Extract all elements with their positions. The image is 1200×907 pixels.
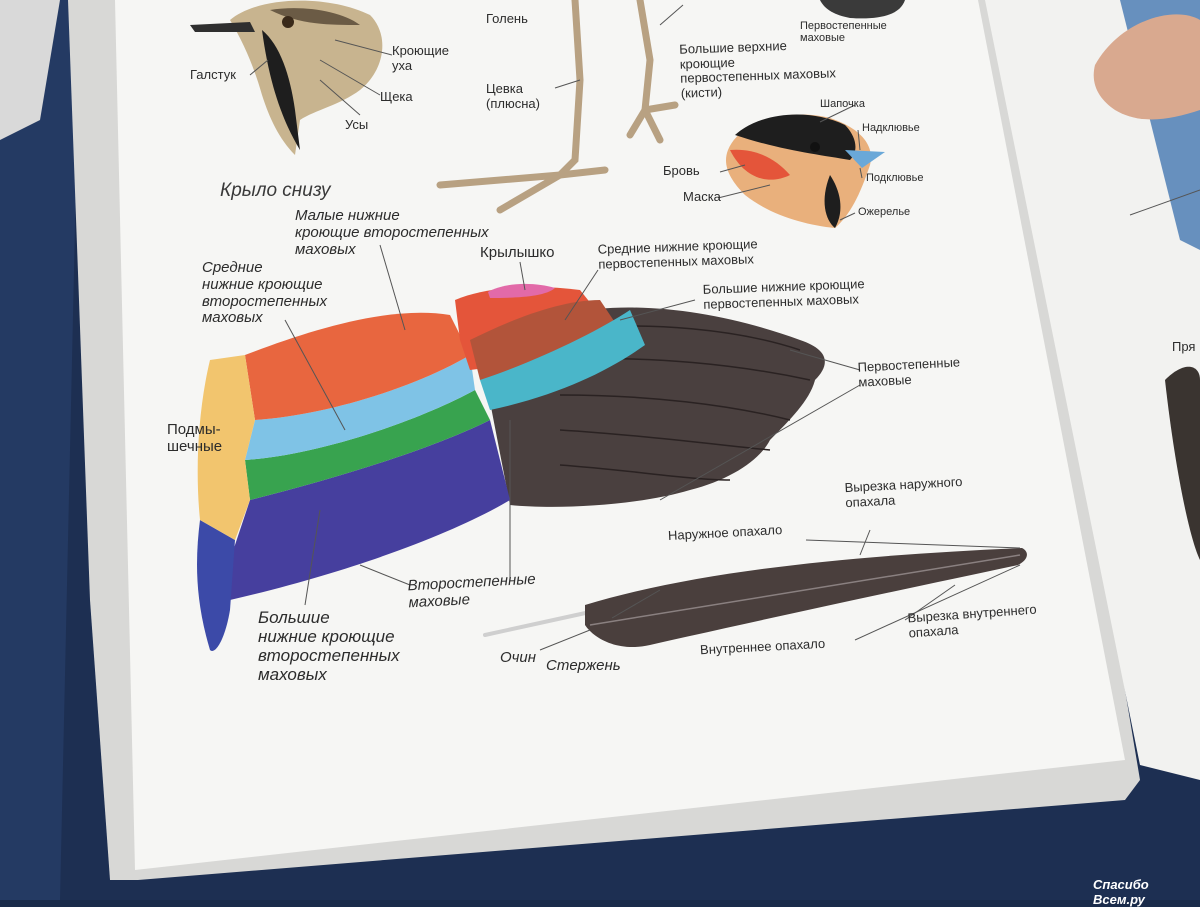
leader-lines	[249, 4, 1200, 651]
label-cap: Шапочка	[820, 98, 865, 110]
right-page-bird-fragment	[1165, 366, 1200, 560]
label-upper-mandible: Надклювье	[862, 122, 920, 134]
label-primaries: Первостепенные маховые	[857, 354, 961, 390]
label-cheek: Щека	[380, 89, 413, 104]
label-tibia: Голень	[486, 11, 528, 26]
label-lesser-underwing-coverts: Малые нижние кроющие второстепенных махо…	[295, 207, 489, 258]
right-page	[985, 0, 1200, 780]
label-lower-mandible: Подклювье	[866, 172, 924, 184]
label-mask: Маска	[683, 189, 721, 204]
bird-head-top-left	[190, 0, 383, 155]
watermark: Спасибо Всем.ру	[1093, 877, 1149, 907]
label-right-page-fragment: Пря	[1172, 339, 1196, 354]
label-median-underwing-coverts: Средние нижние кроющие второстепенных ма…	[202, 259, 327, 327]
alula-shape	[488, 283, 555, 298]
label-greater-primary-upper-coverts: Большие верхние кроющие первостепенных м…	[678, 37, 837, 101]
label-shaft: Стержень	[546, 657, 621, 674]
finger	[1093, 14, 1200, 120]
top-wing-fragment	[820, 0, 905, 19]
label-top-primaries: Первостепенные маховые	[800, 20, 887, 45]
label-greater-primary-coverts: Большие нижние кроющие первостепенных ма…	[702, 276, 865, 312]
underwing-title: Крыло снизу	[220, 180, 331, 201]
label-outer-notch: Вырезка наружного опахала	[844, 473, 963, 510]
label-necklace: Ожерелье	[858, 206, 911, 218]
label-axillaries: Подмы- шечные	[167, 421, 223, 455]
label-secondaries: Второстепенные маховые	[407, 570, 537, 612]
label-eyebrow: Бровь	[663, 163, 700, 178]
underwing-illustration	[197, 283, 825, 651]
label-quill: Очин	[500, 649, 537, 666]
label-tie: Галстук	[190, 67, 236, 82]
small-bird-head	[725, 114, 885, 228]
fabric-left-strip	[0, 0, 80, 900]
white-surface-corner	[0, 0, 60, 140]
label-moustache: Усы	[345, 117, 369, 132]
label-ear-coverts: Кроющие уха	[392, 43, 449, 73]
label-alula: Крылышко	[480, 244, 555, 261]
label-tarsus: Цевка (плюсна)	[486, 81, 540, 111]
label-median-primary-coverts: Средние нижние кроющие первостепенных ма…	[597, 236, 758, 272]
feather-illustration	[483, 548, 1027, 648]
label-greater-underwing-coverts: Большие нижние кроющие второстепенных ма…	[258, 608, 400, 685]
bird-legs	[436, 0, 679, 214]
